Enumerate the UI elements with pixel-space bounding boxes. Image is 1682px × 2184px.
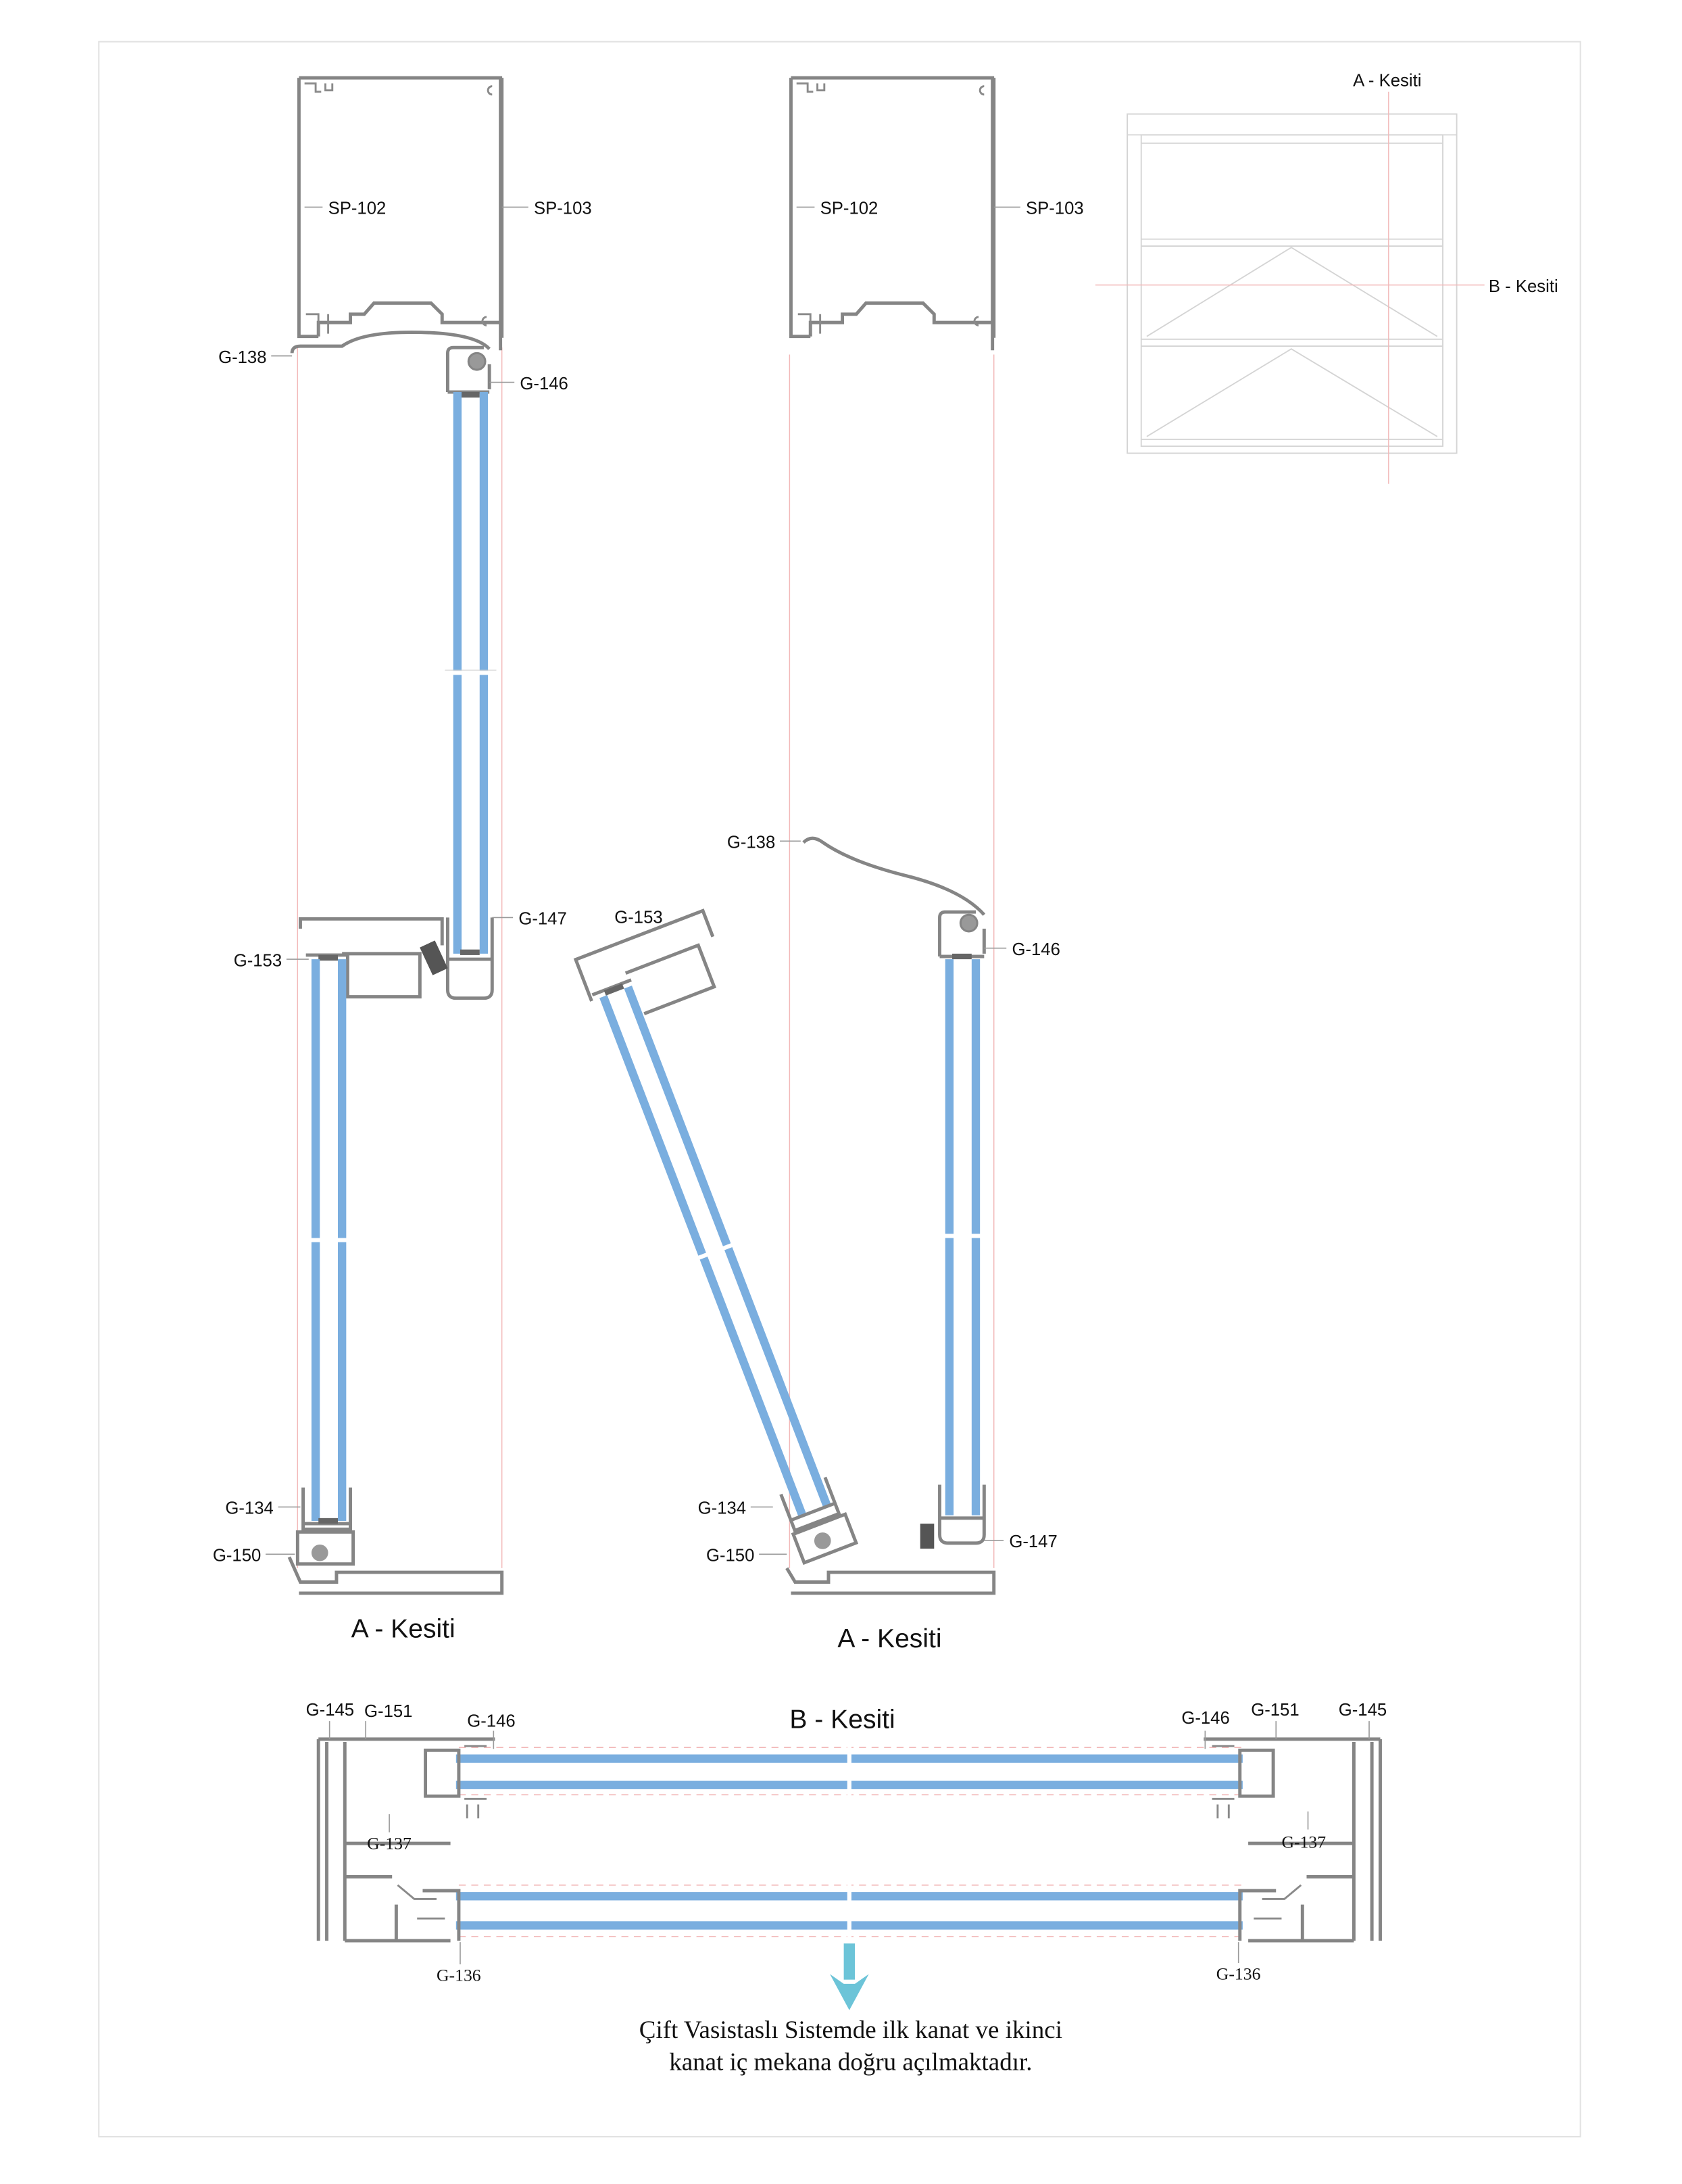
label-g151-right: G-151 bbox=[1251, 1701, 1299, 1720]
label-g145-right: G-145 bbox=[1339, 1701, 1387, 1720]
frame-profile-sp102-sp103 bbox=[789, 76, 996, 351]
g146-left bbox=[424, 1748, 461, 1798]
g147-profile bbox=[938, 1484, 986, 1545]
note-line-2: kanat iç mekana doğru açılmaktadır. bbox=[669, 2048, 1032, 2076]
label-sp102: SP-102 bbox=[820, 199, 879, 218]
label-sp103: SP-103 bbox=[534, 199, 592, 218]
label-g151-left: G-151 bbox=[364, 1702, 412, 1721]
label-g134: G-134 bbox=[225, 1499, 273, 1518]
label-g146-left: G-146 bbox=[467, 1712, 515, 1730]
label-g146: G-146 bbox=[1012, 940, 1060, 959]
section-a-open: SP-102 SP-103 G-138 G-146 G-147 G-153 G-… bbox=[573, 76, 1084, 1653]
label-g134: G-134 bbox=[698, 1499, 746, 1518]
section-b-title: B - Kesiti bbox=[789, 1705, 895, 1734]
label-g150: G-150 bbox=[706, 1547, 754, 1566]
section-b: B - Kesiti G-145 G-151 G-146 bbox=[306, 1701, 1387, 2076]
g138-profile bbox=[290, 331, 491, 354]
g134-profile bbox=[779, 1476, 841, 1533]
tilted-sash bbox=[573, 908, 859, 1566]
g150-profile bbox=[791, 1512, 859, 1566]
label-g137-left: G-137 bbox=[367, 1833, 412, 1853]
label-g145-left: G-145 bbox=[306, 1701, 354, 1720]
label-g146-right: G-146 bbox=[1181, 1709, 1229, 1728]
section-a-closed: SP-102 SP-103 G-138 G-146 G-147 G-153 G-… bbox=[213, 76, 592, 1644]
sill-profile bbox=[785, 1567, 996, 1595]
section-a-title-left: A - Kesiti bbox=[351, 1615, 455, 1644]
g138-profile bbox=[802, 836, 986, 916]
page-border bbox=[98, 41, 1581, 2138]
label-g147: G-147 bbox=[1009, 1532, 1057, 1551]
g153-profile bbox=[573, 908, 717, 1015]
frame-profile-left bbox=[316, 1737, 495, 1943]
label-g136-right: G-136 bbox=[1216, 1964, 1261, 1984]
label-g138: G-138 bbox=[218, 348, 266, 367]
frame-profile-right bbox=[1204, 1737, 1382, 1943]
frame-profile-sp102-sp103 bbox=[297, 76, 504, 351]
elevation-view: A - Kesiti B - Kesiti bbox=[1095, 72, 1558, 484]
label-g136-left: G-136 bbox=[437, 1966, 481, 1985]
label-g153: G-153 bbox=[234, 951, 282, 970]
opening-direction-arrow-icon bbox=[830, 1943, 869, 2010]
elevation-a-label: A - Kesiti bbox=[1353, 72, 1421, 91]
sill-profile bbox=[287, 1556, 504, 1595]
label-g153: G-153 bbox=[614, 908, 662, 927]
label-sp103: SP-103 bbox=[1026, 199, 1084, 218]
label-g147: G-147 bbox=[518, 910, 566, 929]
label-sp102: SP-102 bbox=[328, 199, 387, 218]
label-g150: G-150 bbox=[213, 1547, 261, 1566]
label-g138: G-138 bbox=[727, 833, 775, 852]
g147-profile bbox=[445, 917, 494, 1000]
g146-profile bbox=[445, 345, 491, 394]
note-line-1: Çift Vasistaslı Sistemde ilk kanat ve ik… bbox=[639, 2016, 1062, 2044]
elevation-b-label: B - Kesiti bbox=[1489, 277, 1558, 296]
label-g146: G-146 bbox=[520, 374, 568, 393]
g150-profile bbox=[295, 1530, 355, 1566]
section-a-title-right: A - Kesiti bbox=[837, 1624, 941, 1653]
label-g137-right: G-137 bbox=[1281, 1832, 1326, 1851]
g146-right bbox=[1238, 1748, 1275, 1798]
